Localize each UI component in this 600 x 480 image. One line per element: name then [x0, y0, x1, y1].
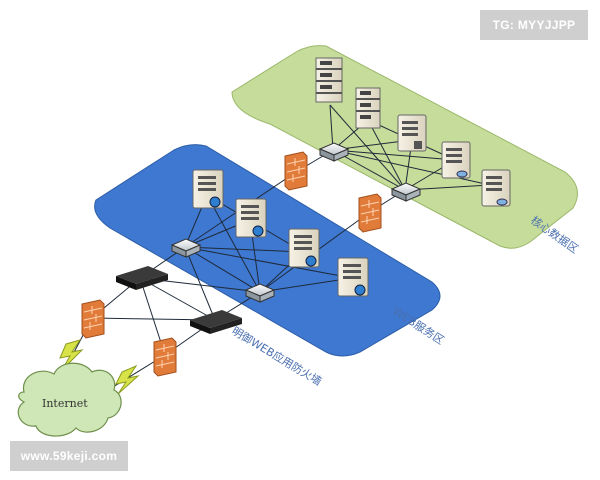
server-core-2: [441, 141, 471, 179]
internet-label: Internet: [42, 397, 88, 410]
internet-cloud: [17, 362, 122, 437]
server-web-1: [192, 169, 224, 209]
server-core-1: [397, 114, 427, 152]
lightning-icon-right: [115, 364, 140, 395]
server-web-4: [337, 257, 369, 297]
watermark-bottom: www.59keji.com: [10, 441, 128, 471]
server-core-3: [481, 169, 511, 207]
firewall-core-right: [358, 193, 382, 233]
waf-appliance-top: [116, 266, 168, 290]
server-web-3: [288, 228, 320, 268]
firewall-core-left: [284, 151, 308, 191]
switch-web-right: [244, 283, 276, 303]
waf-appliance-bottom: [190, 310, 242, 334]
server-web-2: [235, 198, 267, 238]
switch-web-left: [170, 238, 202, 258]
switch-core-top: [318, 142, 350, 162]
lightning-icon-left: [59, 339, 84, 371]
switch-core-bottom: [390, 182, 422, 202]
firewall-internet-left: [81, 299, 105, 339]
watermark-top: TG: MYYJJPP: [480, 10, 588, 40]
server-core-rack-1: [315, 57, 343, 103]
server-core-rack-2: [355, 87, 381, 129]
firewall-internet-right: [153, 337, 177, 377]
